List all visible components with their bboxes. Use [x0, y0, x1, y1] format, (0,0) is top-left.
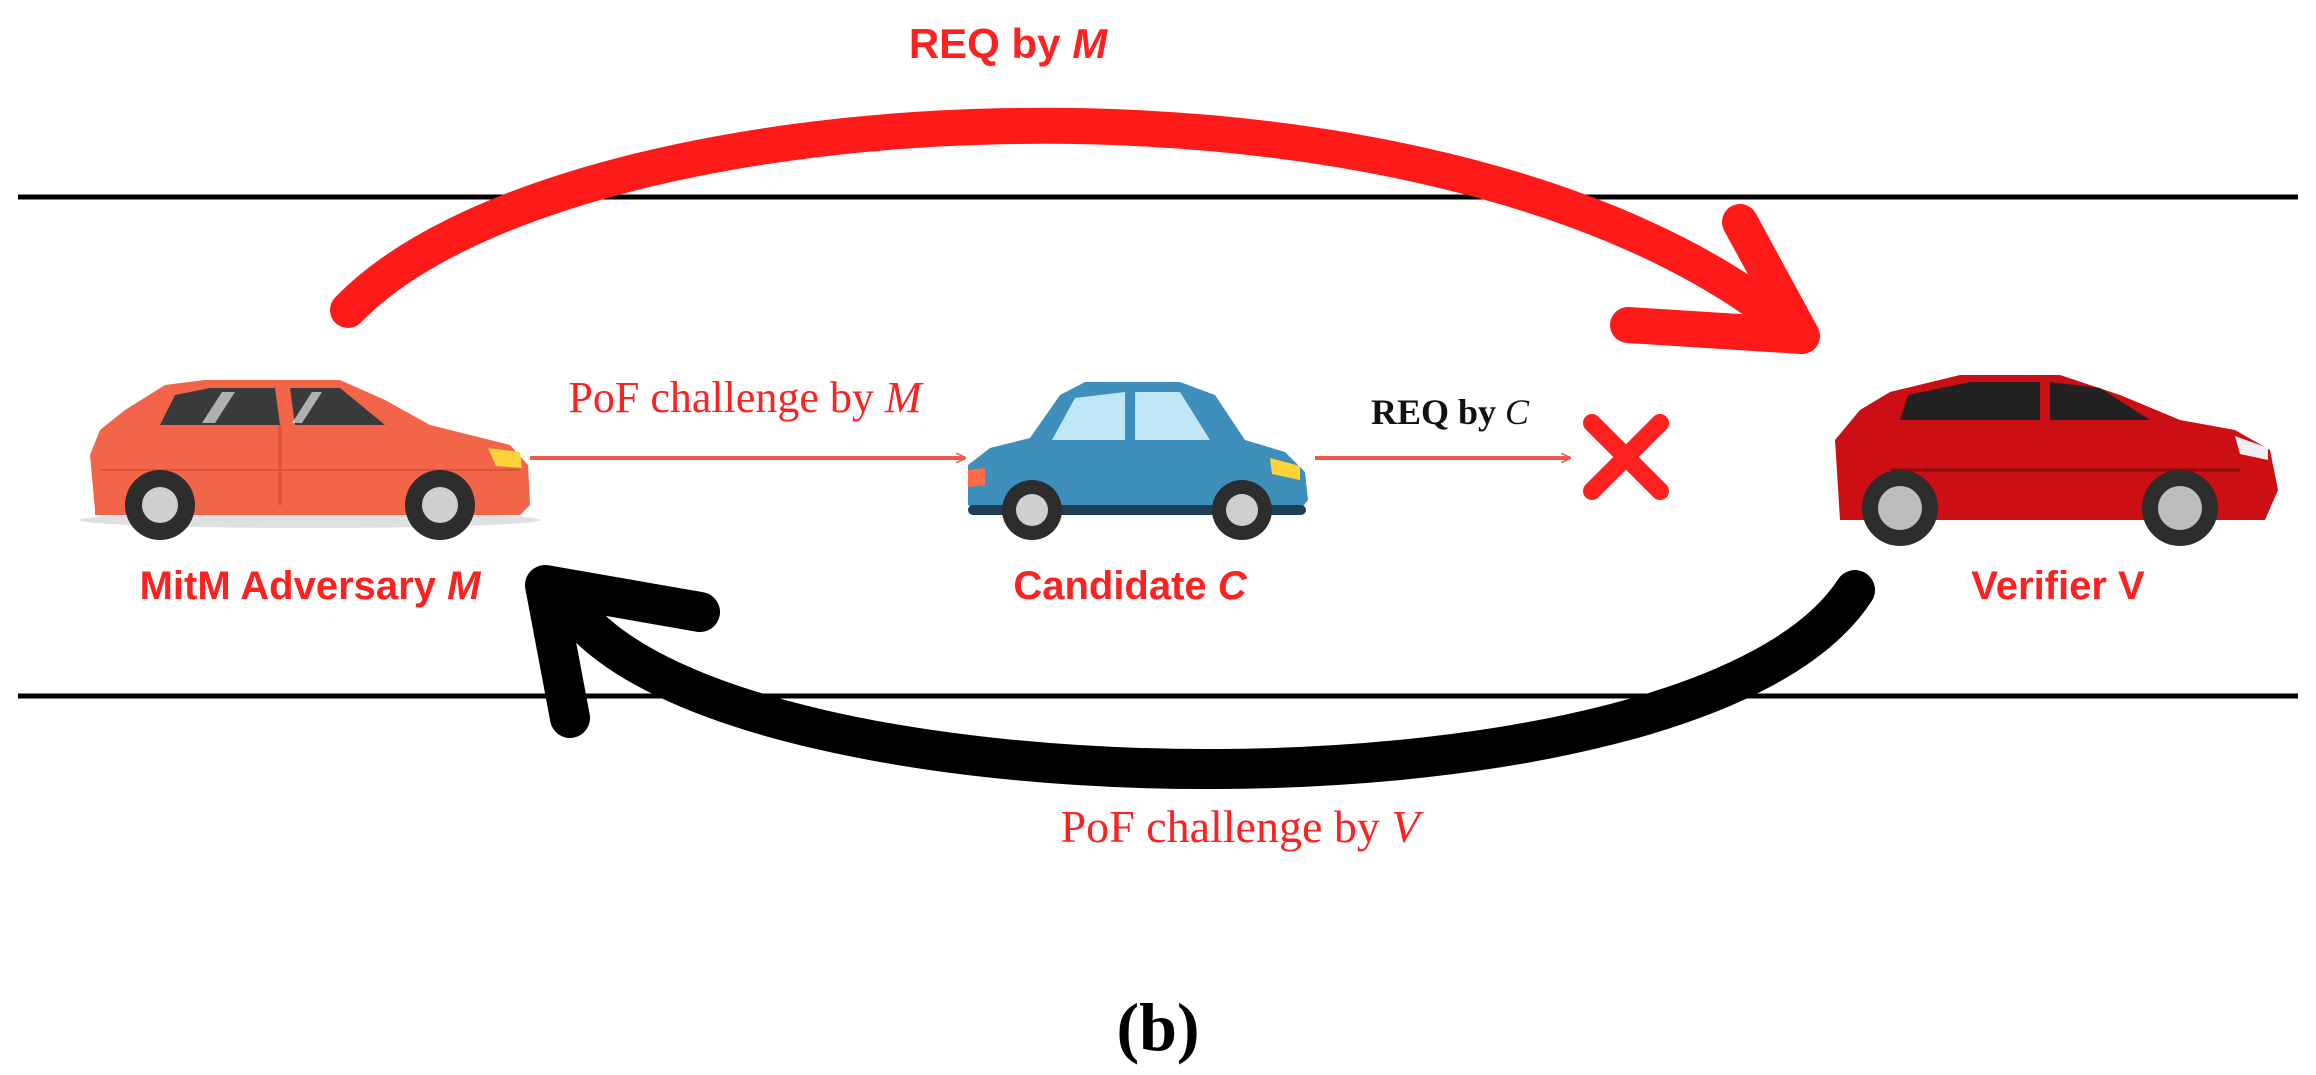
- pof-by-m-label: PoF challenge by M: [568, 373, 924, 422]
- req-by-m-label: REQ by M: [909, 20, 1108, 67]
- adversary-car-icon: [80, 380, 540, 540]
- pof-by-v-arrow: [525, 565, 1875, 790]
- req-by-c-label: REQ by C: [1371, 392, 1530, 432]
- adversary-label: MitM Adversary M: [140, 564, 483, 608]
- cross-icon: [1583, 414, 1669, 500]
- verifier-label: Verifier V: [1971, 564, 2145, 608]
- pof-by-v-label: PoF challenge by V: [1060, 801, 1424, 852]
- candidate-label: Candidate C: [1013, 564, 1247, 608]
- panel-label: (b): [1116, 989, 1199, 1065]
- req-by-m-arrow: [330, 107, 1820, 354]
- candidate-car-icon: [968, 382, 1308, 540]
- verifier-car-icon: [1835, 375, 2278, 546]
